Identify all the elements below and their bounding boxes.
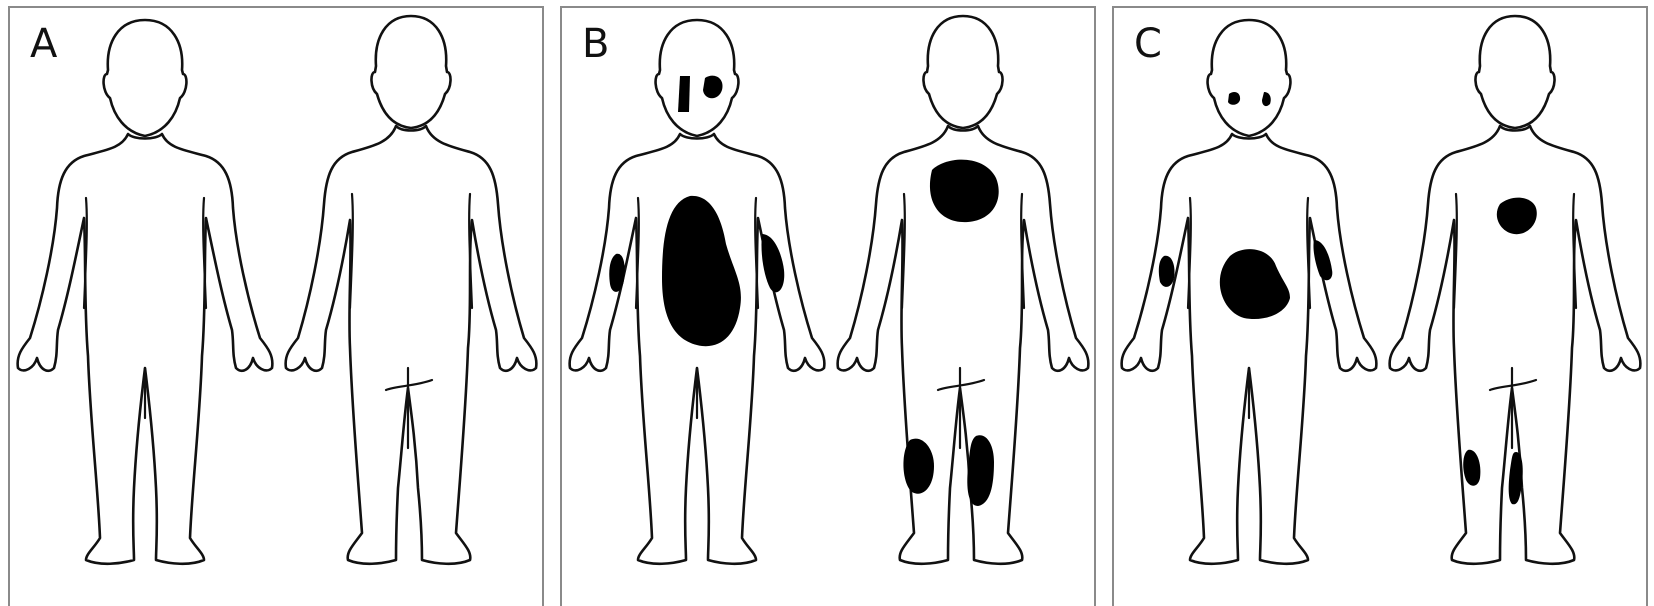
child-back-figure — [1380, 8, 1650, 603]
lesion-upper-back — [930, 160, 999, 222]
child-front-figure — [562, 8, 832, 603]
panel-c: C — [1112, 6, 1648, 606]
child-back-figure — [828, 8, 1098, 603]
lesion-face-right — [678, 76, 690, 112]
child-front-figure — [10, 8, 280, 603]
lesion-left-thigh — [1509, 452, 1523, 504]
panel-a: A — [8, 6, 544, 606]
panel-b: B — [560, 6, 1096, 606]
child-front-figure — [1114, 8, 1384, 603]
child-back-figure — [276, 8, 546, 603]
